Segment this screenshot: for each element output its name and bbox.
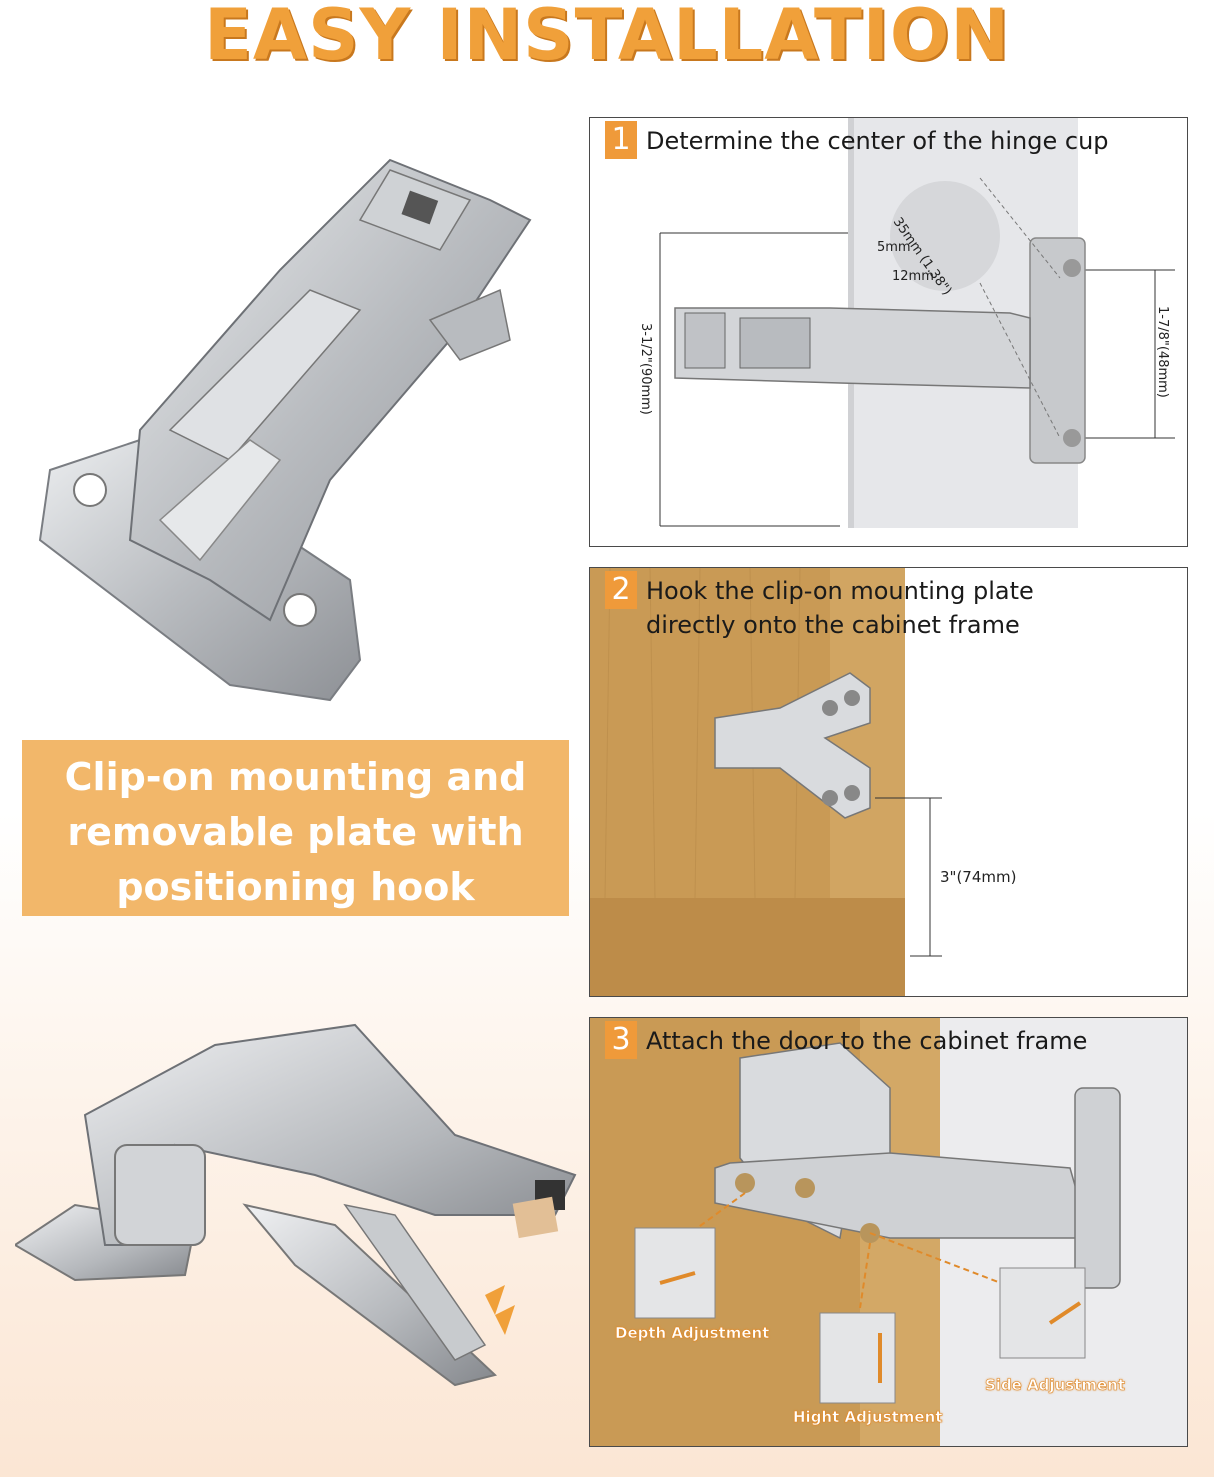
hinge-product-image — [38, 158, 532, 702]
page-title: EASY INSTALLATION — [204, 0, 1010, 76]
step-1-text: Determine the center of the hinge cup — [646, 127, 1109, 155]
depth-adjustment-label: Depth Adjustment — [615, 1324, 770, 1343]
step-2-illustration — [590, 568, 1187, 996]
step-1-number: 1 — [605, 121, 637, 159]
dim-screw-offset: 12mm — [892, 269, 934, 284]
step-3-text: Attach the door to the cabinet frame — [646, 1027, 1088, 1055]
step-2-number: 2 — [605, 571, 637, 609]
step-3-illustration — [590, 1018, 1187, 1446]
step-3-panel: 3 Attach the door to the cabinet frame D… — [589, 1017, 1188, 1447]
dim-screw-spacing: 1-7/8"(48mm) — [1155, 306, 1170, 398]
dim-height: 3-1/2"(90mm) — [638, 323, 653, 415]
hinge-clip-image — [15, 1023, 577, 1387]
height-adjustment-label: Hight Adjustment — [793, 1408, 943, 1427]
dim-plate-height: 3"(74mm) — [940, 868, 1017, 886]
step-2-panel: 2 Hook the clip-on mounting plate direct… — [589, 567, 1188, 997]
step-1-panel: 1 Determine the center of the hinge cup … — [589, 117, 1188, 547]
side-adjustment-label: Side Adjustment — [985, 1376, 1126, 1395]
feature-callout: Clip-on mounting and removable plate wit… — [22, 740, 569, 916]
feature-callout-text: Clip-on mounting and removable plate wit… — [64, 755, 527, 909]
dim-edge-offset: 5mm — [877, 240, 911, 255]
step-1-illustration — [659, 118, 1175, 528]
step-2-text: Hook the clip-on mounting plate directly… — [646, 577, 1034, 639]
step-3-number: 3 — [605, 1021, 637, 1059]
